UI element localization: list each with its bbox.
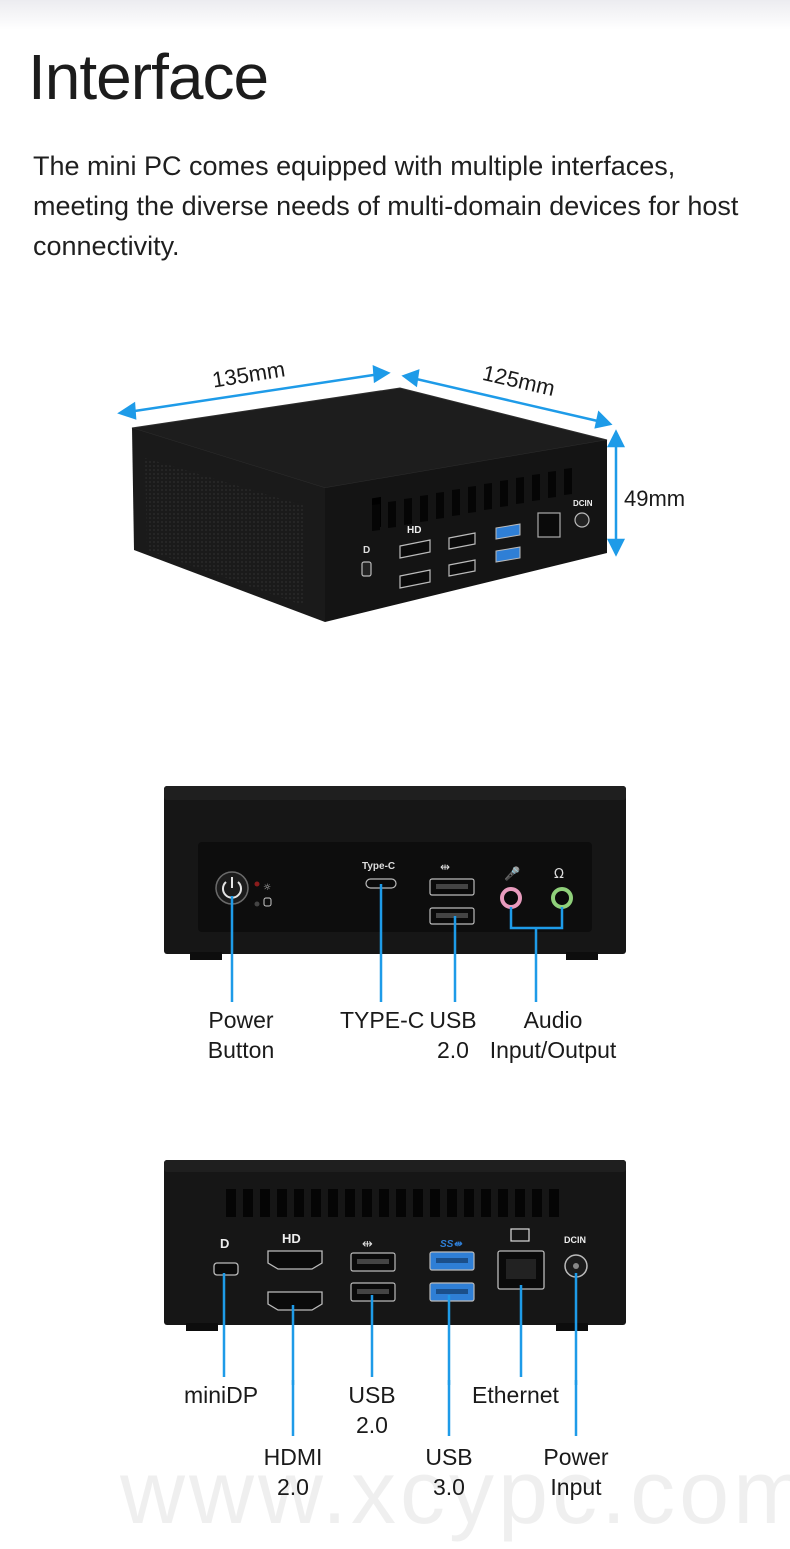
label-minidp: miniDP	[184, 1382, 259, 1408]
svg-text:D: D	[220, 1236, 229, 1251]
svg-text:DCIN: DCIN	[573, 499, 593, 508]
svg-text:D: D	[363, 545, 370, 556]
top-gradient-band	[0, 0, 790, 30]
svg-text:🎤: 🎤	[504, 865, 520, 882]
svg-text:SS⇹: SS⇹	[440, 1239, 462, 1250]
rear-leader-extensions	[291, 1380, 578, 1436]
svg-text:HD: HD	[282, 1231, 301, 1246]
product-front-image: ☼ Type-C ⇹ 🎤 Ω	[164, 786, 626, 1002]
svg-text:HD: HD	[407, 525, 421, 536]
label-type-c: TYPE-C	[340, 1007, 425, 1033]
svg-text:⇹: ⇹	[362, 1237, 373, 1252]
svg-text:⇹: ⇹	[440, 860, 450, 874]
rear-vents	[226, 1189, 559, 1217]
svg-text:Ω: Ω	[554, 867, 564, 882]
product-rear-image: D HD ⇹ SS⇹ DCIN	[164, 1160, 626, 1385]
svg-text:DCIN: DCIN	[564, 1235, 586, 1245]
svg-text:Type-C: Type-C	[362, 861, 395, 872]
watermark: www.xcypc.com	[120, 1443, 790, 1543]
page-description: The mini PC comes equipped with multiple…	[33, 151, 739, 261]
dimension-height: 49mm	[624, 486, 686, 511]
page-title: Interface	[28, 41, 269, 113]
svg-text:☼: ☼	[263, 883, 271, 893]
product-isometric-image: D HD DCIN	[117, 365, 626, 622]
iso-vents	[372, 468, 572, 531]
label-ethernet: Ethernet	[472, 1382, 559, 1408]
